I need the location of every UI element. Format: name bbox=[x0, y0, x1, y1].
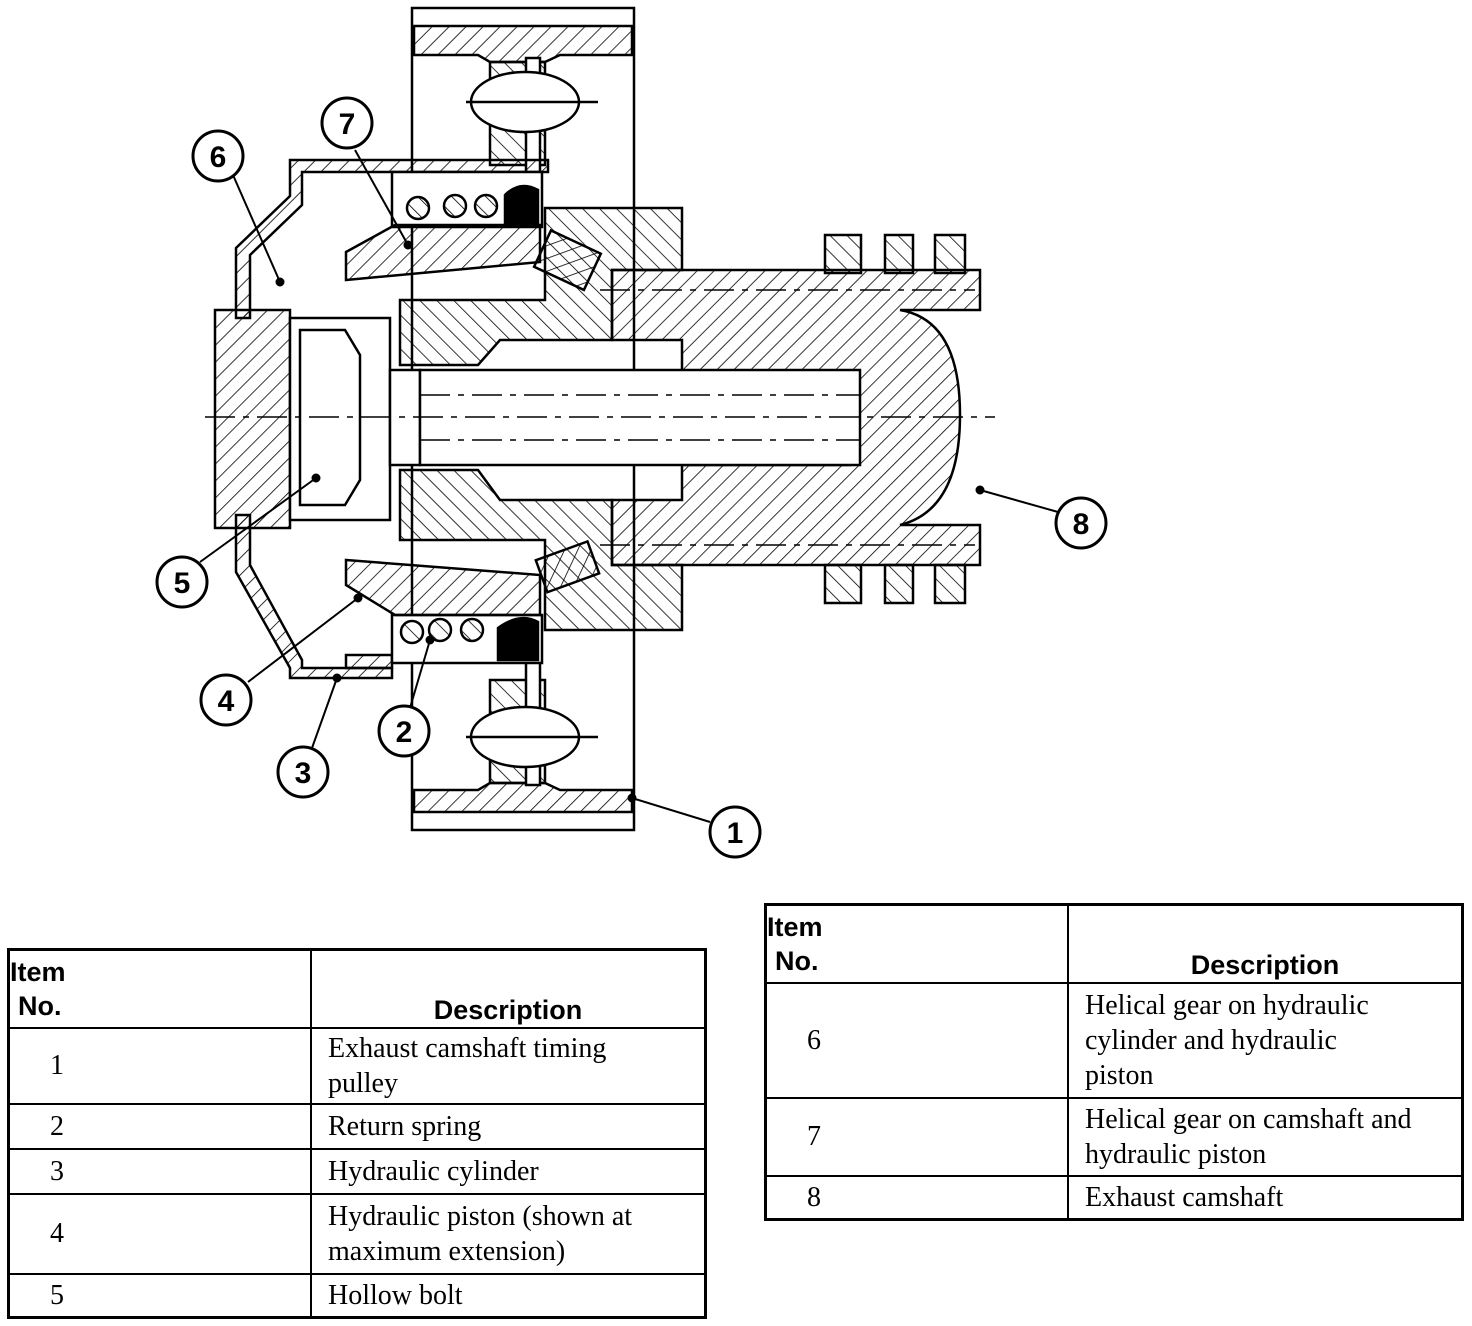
callout-2: 2 bbox=[377, 704, 431, 758]
item-no: 4 bbox=[7, 1192, 312, 1275]
table-header-row: Item No. Description bbox=[7, 948, 707, 1029]
item-no: 7 bbox=[764, 1096, 1069, 1177]
item-description: Return spring bbox=[310, 1102, 707, 1150]
hydraulic-cylinder-housing bbox=[234, 158, 550, 680]
callout-6-label: 6 bbox=[210, 141, 227, 174]
table-row: 1 Exhaust camshaft timing pulley bbox=[7, 1026, 707, 1105]
item-description: Exhaust camshaft bbox=[1067, 1174, 1464, 1221]
item-no-header: Item No. bbox=[764, 903, 1069, 984]
parts-table-left: Item No. Description 1 Exhaust camshaft … bbox=[7, 948, 707, 1319]
return-spring-bottom bbox=[390, 613, 544, 665]
callout-7: 7 bbox=[320, 96, 374, 150]
callout-8-label: 8 bbox=[1073, 508, 1090, 541]
item-no: 8 bbox=[764, 1174, 1069, 1221]
table-row: 5 Hollow bolt bbox=[7, 1272, 707, 1319]
callout-8: 8 bbox=[1054, 496, 1108, 550]
description-header: Description bbox=[310, 948, 707, 1029]
callout-2-label: 2 bbox=[396, 716, 413, 749]
table-row: 7 Helical gear on camshaft and hydraulic… bbox=[764, 1096, 1464, 1177]
return-spring-top bbox=[390, 170, 544, 229]
item-description: Exhaust camshaft timing pulley bbox=[310, 1026, 707, 1105]
item-no-header: Item No. bbox=[7, 948, 312, 1029]
item-no: 6 bbox=[764, 981, 1069, 1099]
table-row: 6 Helical gear on hydraulic cylinder and… bbox=[764, 981, 1464, 1099]
item-description: Hydraulic piston (shown at maximum exten… bbox=[310, 1192, 707, 1275]
item-no: 3 bbox=[7, 1147, 312, 1195]
callout-7-label: 7 bbox=[339, 108, 356, 141]
item-no: 5 bbox=[7, 1272, 312, 1319]
exhaust-camshaft bbox=[610, 233, 982, 605]
callout-3-label: 3 bbox=[295, 757, 312, 790]
camshaft-adjuster-cross-section: 1 2 3 4 5 6 7 8 bbox=[155, 6, 1108, 859]
callout-4-label: 4 bbox=[218, 685, 235, 718]
callout-5: 5 bbox=[155, 555, 209, 609]
table-row: 3 Hydraulic cylinder bbox=[7, 1147, 707, 1195]
description-header: Description bbox=[1067, 903, 1464, 984]
callout-3: 3 bbox=[276, 745, 330, 799]
hydraulic-piston bbox=[344, 223, 542, 617]
table-header-row: Item No. Description bbox=[764, 903, 1464, 984]
table-row: 2 Return spring bbox=[7, 1102, 707, 1150]
leader-lines bbox=[199, 149, 1059, 823]
callout-1: 1 bbox=[708, 805, 762, 859]
item-description: Hydraulic cylinder bbox=[310, 1147, 707, 1195]
center-lines bbox=[205, 289, 995, 546]
table-row: 4 Hydraulic piston (shown at maximum ext… bbox=[7, 1192, 707, 1275]
item-description: Helical gear on hydraulic cylinder and h… bbox=[1067, 981, 1464, 1099]
callout-4: 4 bbox=[199, 673, 253, 727]
item-description: Helical gear on camshaft and hydraulic p… bbox=[1067, 1096, 1464, 1177]
callout-6: 6 bbox=[191, 129, 245, 183]
item-no: 1 bbox=[7, 1026, 312, 1105]
item-description: Hollow bolt bbox=[310, 1272, 707, 1319]
callout-5-label: 5 bbox=[174, 567, 191, 600]
callout-1-label: 1 bbox=[727, 817, 744, 850]
item-no: 2 bbox=[7, 1102, 312, 1150]
table-row: 8 Exhaust camshaft bbox=[764, 1174, 1464, 1221]
parts-table-right: Item No. Description 6 Helical gear on h… bbox=[764, 903, 1464, 1221]
